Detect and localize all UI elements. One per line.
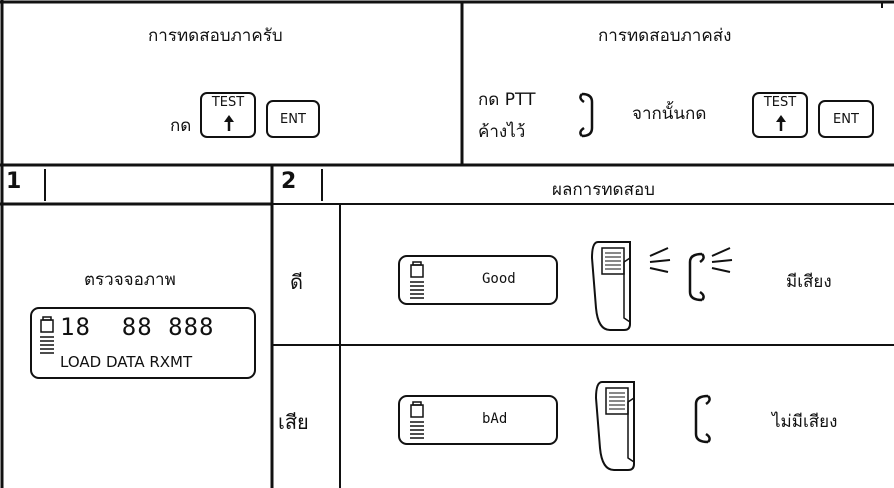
bad-display-text: bAd <box>482 411 508 427</box>
display-labels: LOAD DATA RXMT <box>60 353 193 371</box>
battery-icon <box>40 316 54 354</box>
radio-icon <box>594 381 635 471</box>
bad-display-lcd: bAd <box>398 395 558 445</box>
receive-test-key-label: TEST <box>211 95 245 110</box>
bad-outcome: ไม่มีเสียง <box>772 412 838 432</box>
press-ptt-label: กด PTT <box>478 90 536 110</box>
receive-ent-key-label: ENT <box>280 111 306 127</box>
receive-test-key: TEST <box>200 92 256 138</box>
arrow-up-icon <box>776 115 786 131</box>
transmit-ent-key: ENT <box>818 100 874 138</box>
transmit-test-key: TEST <box>752 92 808 138</box>
receive-press-label: กด <box>170 116 192 136</box>
sound-waves-icon <box>649 247 671 273</box>
transmit-ent-key-label: ENT <box>833 111 859 127</box>
good-label: ดี <box>290 270 303 294</box>
handset-icon <box>694 394 711 444</box>
result-header: ผลการทดสอบ <box>552 180 655 200</box>
check-display-label: ตรวจจอภาพ <box>84 270 176 290</box>
transmit-test-title: การทดสอบภาคส่ง <box>598 26 732 46</box>
battery-icon <box>410 261 424 299</box>
receive-ent-key: ENT <box>266 100 320 138</box>
receive-test-title: การทดสอบภาครับ <box>148 26 283 46</box>
handset-icon <box>688 252 705 302</box>
bad-label: เสีย <box>278 410 309 434</box>
step-2-number: 2 <box>275 169 323 201</box>
battery-icon <box>410 401 424 439</box>
full-display-lcd: 18 88 888 LOAD DATA RXMT <box>30 307 256 379</box>
hold-label: ค้างไว้ <box>478 122 526 142</box>
radio-icon <box>590 241 631 331</box>
then-press-label: จากนั้นกด <box>632 104 707 124</box>
good-display-text: Good <box>482 271 516 287</box>
ptt-handset-icon <box>579 92 594 138</box>
transmit-test-key-label: TEST <box>763 95 797 110</box>
sound-waves-icon <box>711 247 733 273</box>
display-digits: 18 88 888 <box>60 313 215 341</box>
good-outcome: มีเสียง <box>786 272 832 292</box>
step-1-number: 1 <box>0 169 46 201</box>
arrow-up-icon <box>224 115 234 131</box>
good-display-lcd: Good <box>398 255 558 305</box>
